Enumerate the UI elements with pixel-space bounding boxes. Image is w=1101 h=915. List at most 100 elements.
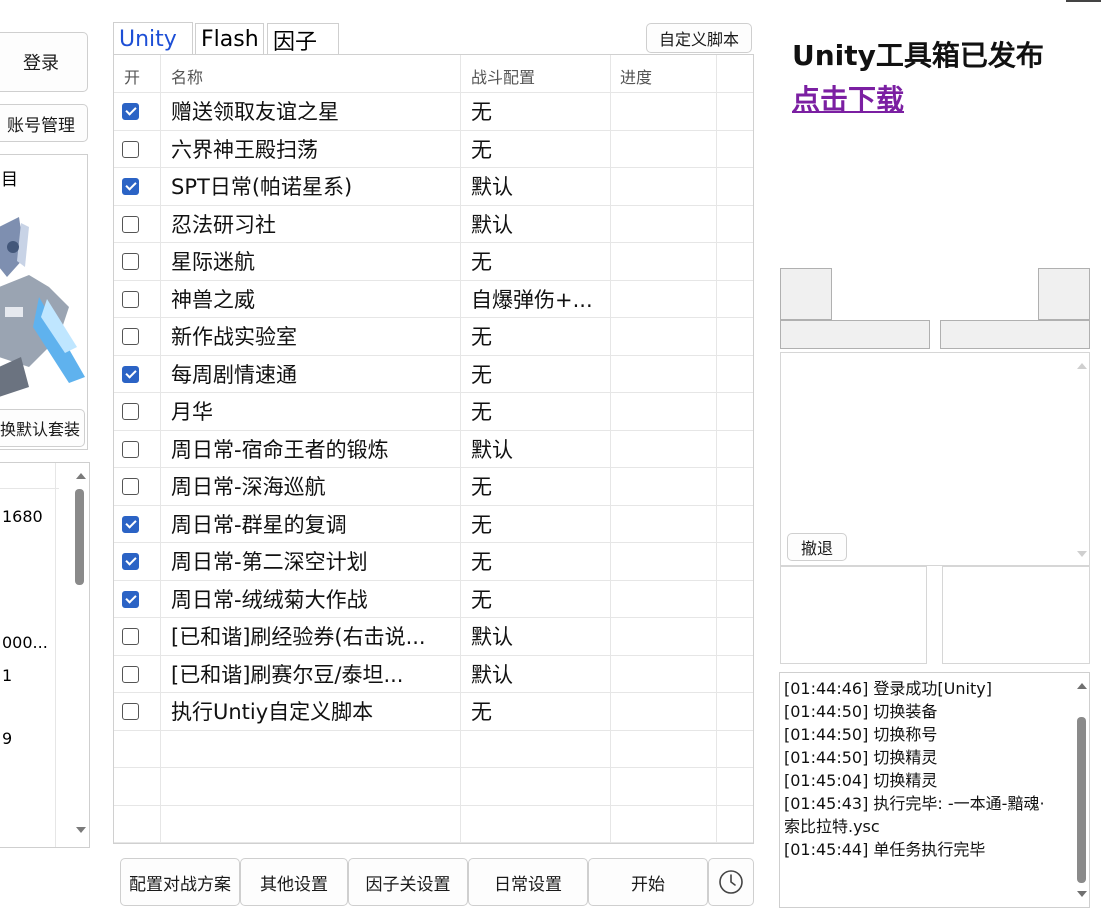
tab-flash[interactable]: Flash bbox=[195, 23, 264, 55]
task-battle-config[interactable]: 无 bbox=[471, 700, 492, 725]
task-checkbox[interactable] bbox=[122, 515, 139, 533]
task-battle-config[interactable]: 默认 bbox=[471, 662, 513, 687]
log-scrollbar-thumb[interactable] bbox=[1077, 717, 1086, 883]
table-row[interactable]: 赠送领取友谊之星 无 bbox=[114, 93, 753, 131]
log-line: [01:44:50] 切换装备 bbox=[784, 702, 938, 721]
table-row[interactable]: 执行Untiy自定义脚本 无 bbox=[114, 693, 753, 731]
log-line: [01:44:46] 登录成功[Unity] bbox=[784, 679, 992, 698]
scroll-up-arrow-icon[interactable] bbox=[76, 473, 86, 479]
daily-settings-button[interactable]: 日常设置 bbox=[468, 858, 588, 906]
task-checkbox[interactable] bbox=[122, 590, 139, 608]
task-checkbox[interactable] bbox=[122, 440, 139, 458]
scrollbar-thumb[interactable] bbox=[75, 489, 84, 585]
table-row[interactable]: SPT日常(帕诺星系) 默认 bbox=[114, 168, 753, 206]
stats-scrollbar[interactable] bbox=[71, 463, 89, 847]
retreat-button[interactable]: 撤退 bbox=[787, 533, 847, 561]
task-battle-config[interactable]: 默认 bbox=[471, 437, 513, 462]
table-row[interactable]: 周日常-绒绒菊大作战 无 bbox=[114, 581, 753, 618]
map-block-left bbox=[780, 268, 832, 320]
custom-script-button[interactable]: 自定义脚本 bbox=[646, 23, 752, 53]
table-row[interactable]: 忍法研习社默认 bbox=[114, 206, 753, 243]
table-row[interactable]: 月华无 bbox=[114, 393, 753, 431]
task-checkbox[interactable] bbox=[122, 253, 139, 270]
task-battle-config[interactable]: 无 bbox=[471, 137, 492, 162]
map-bar-right bbox=[940, 320, 1090, 349]
login-button[interactable]: 登录 bbox=[0, 32, 88, 92]
task-battle-config[interactable]: 无 bbox=[471, 250, 492, 275]
task-battle-config[interactable]: 默认 bbox=[471, 625, 513, 650]
battle-scroll-up-icon[interactable] bbox=[1077, 363, 1087, 369]
log-line: [01:45:04] 切换精灵 bbox=[784, 771, 938, 790]
task-checkbox[interactable] bbox=[122, 478, 139, 495]
table-row[interactable]: [已和谐]刷赛尔豆/泰坦... 默认 bbox=[114, 656, 753, 693]
download-link[interactable]: 点击下载 bbox=[792, 83, 905, 116]
map-block-right bbox=[1038, 268, 1090, 320]
stat-value: 9 bbox=[2, 729, 13, 748]
account-management-button[interactable]: 账号管理 bbox=[0, 104, 88, 142]
task-checkbox[interactable] bbox=[122, 290, 139, 308]
tab-factor[interactable]: 因子 bbox=[267, 23, 339, 55]
clock-icon bbox=[719, 870, 743, 894]
task-checkbox[interactable] bbox=[122, 703, 139, 720]
table-row[interactable]: 每周剧情速通 无 bbox=[114, 356, 753, 393]
timer-button[interactable] bbox=[708, 858, 754, 906]
task-checkbox[interactable] bbox=[122, 403, 139, 420]
task-name: 每周剧情速通 bbox=[171, 362, 297, 387]
pet-panel-title: 目 bbox=[1, 170, 18, 190]
log-scroll-down-icon[interactable] bbox=[1077, 891, 1087, 897]
table-row[interactable]: [已和谐]刷经验券(右击说... 默认 bbox=[114, 618, 753, 656]
task-name: SPT日常(帕诺星系) bbox=[171, 175, 353, 200]
log-panel: [01:44:46] 登录成功[Unity] [01:44:50] 切换装备 [01… bbox=[779, 672, 1090, 908]
table-row-empty bbox=[114, 806, 753, 843]
task-battle-config[interactable]: 无 bbox=[471, 400, 492, 425]
task-name: 周日常-绒绒菊大作战 bbox=[171, 587, 368, 612]
column-header-progress[interactable]: 进度 bbox=[620, 68, 653, 87]
column-header-name[interactable]: 名称 bbox=[171, 68, 204, 87]
task-battle-config[interactable]: 无 bbox=[471, 587, 492, 612]
log-lines: [01:44:46] 登录成功[Unity] [01:44:50] 切换装备 [01… bbox=[784, 677, 1074, 861]
other-settings-button[interactable]: 其他设置 bbox=[240, 858, 348, 906]
table-row[interactable]: 新作战实验室无 bbox=[114, 318, 753, 356]
battle-plan-button[interactable]: 配置对战方案 bbox=[120, 858, 240, 906]
table-row[interactable]: 周日常-第二深空计划无 bbox=[114, 543, 753, 581]
task-checkbox[interactable] bbox=[122, 178, 139, 195]
task-checkbox[interactable] bbox=[122, 328, 139, 345]
task-battle-config[interactable]: 无 bbox=[471, 512, 492, 537]
task-battle-config[interactable]: 无 bbox=[471, 362, 492, 387]
task-checkbox[interactable] bbox=[122, 628, 139, 645]
log-scrollbar[interactable] bbox=[1074, 673, 1090, 907]
table-row[interactable]: 六界神王殿扫荡无 bbox=[114, 131, 753, 168]
battle-scroll-down-icon[interactable] bbox=[1077, 551, 1087, 557]
table-row[interactable]: 神兽之威自爆弹伤+... bbox=[114, 281, 753, 318]
task-battle-config[interactable]: 无 bbox=[471, 100, 492, 125]
scroll-down-arrow-icon[interactable] bbox=[76, 827, 86, 833]
table-row[interactable]: 周日常-宿命王者的锻炼默认 bbox=[114, 431, 753, 468]
task-name: 赠送领取友谊之星 bbox=[171, 100, 339, 125]
factor-level-settings-button[interactable]: 因子关设置 bbox=[348, 858, 468, 906]
task-battle-config[interactable]: 默认 bbox=[471, 175, 513, 200]
task-name: [已和谐]刷经验券(右击说... bbox=[171, 625, 426, 650]
table-row[interactable]: 周日常-深海巡航无 bbox=[114, 468, 753, 506]
task-battle-config[interactable]: 无 bbox=[471, 550, 492, 575]
task-checkbox[interactable] bbox=[122, 103, 139, 120]
task-name: [已和谐]刷赛尔豆/泰坦... bbox=[171, 662, 404, 687]
task-battle-config[interactable]: 无 bbox=[471, 475, 492, 500]
task-checkbox[interactable] bbox=[122, 215, 139, 233]
task-checkbox[interactable] bbox=[122, 553, 139, 570]
task-checkbox[interactable] bbox=[122, 365, 139, 383]
start-button[interactable]: 开始 bbox=[588, 858, 708, 906]
task-checkbox[interactable] bbox=[122, 140, 139, 158]
column-header-enable[interactable]: 开 bbox=[124, 68, 141, 87]
switch-default-suit-button[interactable]: 换默认套装 bbox=[0, 409, 85, 447]
task-battle-config[interactable]: 默认 bbox=[471, 212, 513, 237]
column-header-battle[interactable]: 战斗配置 bbox=[471, 68, 536, 87]
tab-unity[interactable]: Unity bbox=[113, 22, 193, 56]
log-line: [01:44:50] 切换精灵 bbox=[784, 748, 938, 767]
table-row[interactable]: 星际迷航无 bbox=[114, 243, 753, 281]
task-checkbox[interactable] bbox=[122, 665, 139, 683]
log-scroll-up-icon[interactable] bbox=[1077, 683, 1087, 689]
task-name: 执行Untiy自定义脚本 bbox=[171, 700, 374, 725]
task-battle-config[interactable]: 自爆弹伤+... bbox=[471, 287, 593, 312]
task-battle-config[interactable]: 无 bbox=[471, 325, 492, 350]
table-row[interactable]: 周日常-群星的复调无 bbox=[114, 506, 753, 543]
